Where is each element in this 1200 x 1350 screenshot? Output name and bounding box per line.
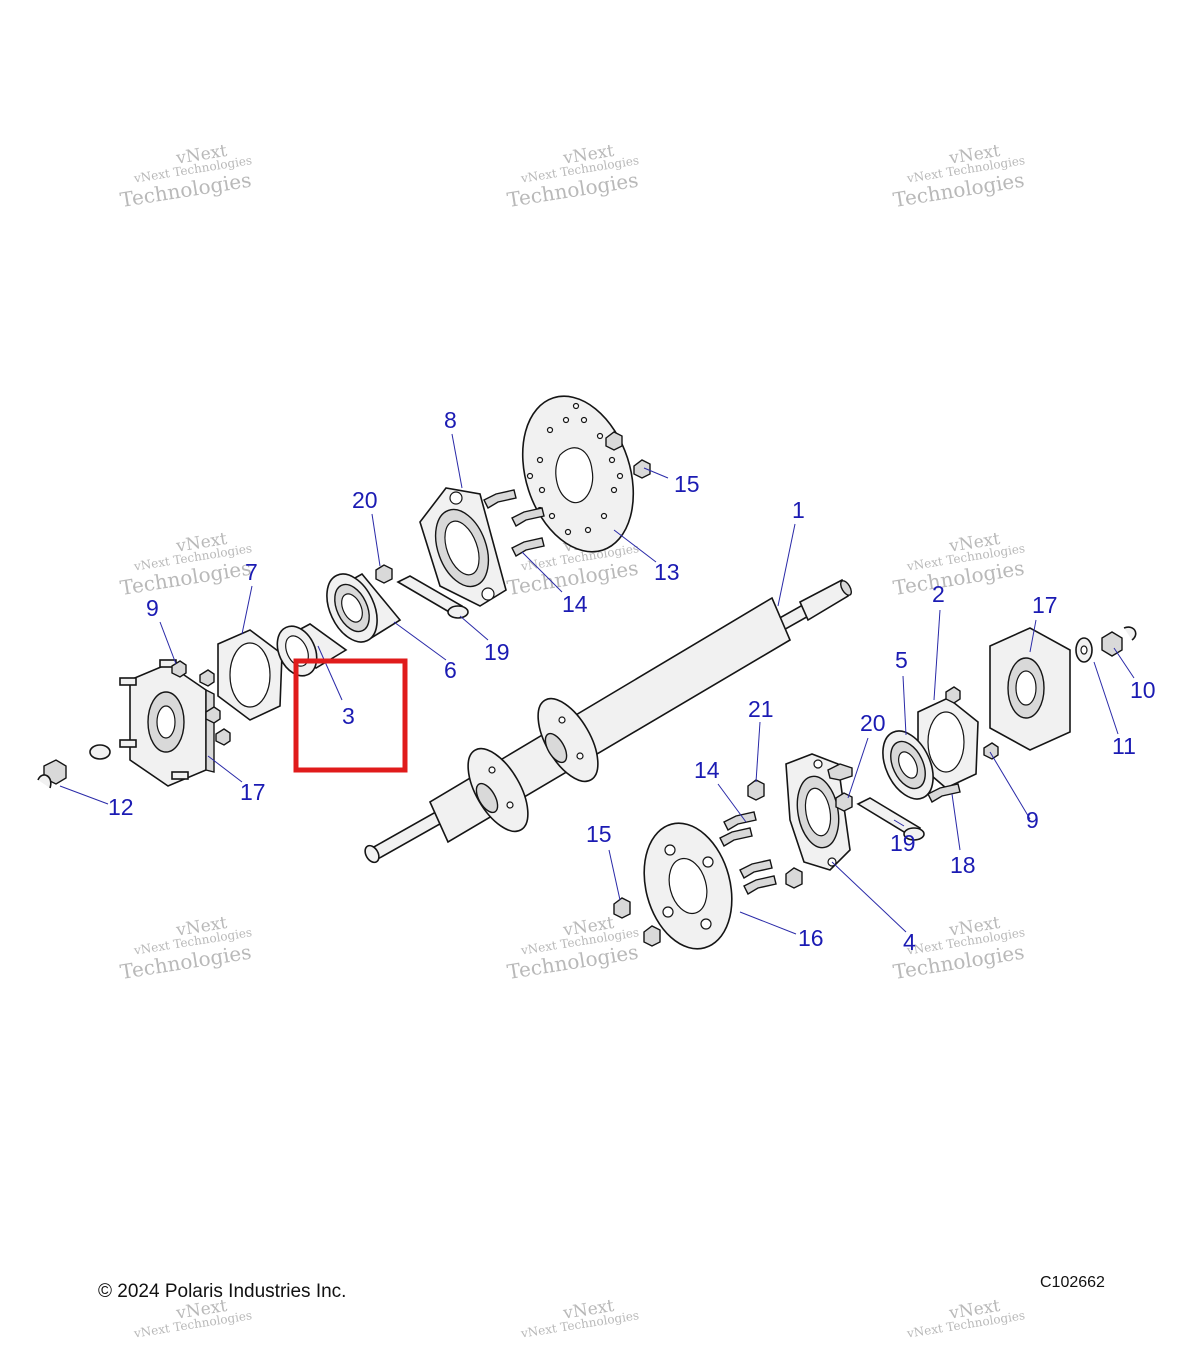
gasket-part — [217, 629, 283, 721]
callout-14b[interactable]: 14 — [694, 757, 720, 783]
watermark: vNext Technologies vNext Technologies — [505, 913, 640, 984]
callout-7[interactable]: 7 — [245, 559, 258, 585]
leader-lines — [59, 433, 1135, 935]
bearing-carrier-left-part — [119, 659, 215, 787]
callout-6[interactable]: 6 — [444, 657, 457, 683]
watermark: vNext Technologies vNext Technologies — [118, 913, 253, 984]
callout-3[interactable]: 3 — [342, 703, 355, 729]
callout-20b[interactable]: 20 — [860, 710, 886, 736]
sprocket-part — [643, 822, 733, 950]
axle-shaft-part — [364, 578, 852, 864]
gasket-right-part — [917, 697, 979, 789]
watermark: vNext Technologies vNext Technologies — [891, 141, 1026, 212]
sprocket-hub-part — [785, 753, 851, 871]
callout-16[interactable]: 16 — [798, 925, 824, 951]
callout-9a[interactable]: 9 — [146, 595, 159, 621]
callouts: 1 2 3 4 5 6 7 8 9 9 10 11 12 13 14 14 15… — [108, 407, 1156, 955]
callout-18[interactable]: 18 — [950, 852, 976, 878]
callout-4[interactable]: 4 — [903, 929, 916, 955]
callout-14a[interactable]: 14 — [562, 591, 588, 617]
watermark: vNext Technologies vNext Technologies — [118, 141, 253, 212]
callout-19b[interactable]: 19 — [890, 830, 916, 856]
callout-5[interactable]: 5 — [895, 647, 908, 673]
watermark: vNext Technologies vNext Technologies — [891, 529, 1026, 600]
callout-21[interactable]: 21 — [748, 696, 774, 722]
watermark: vNext Technologies vNext — [519, 1296, 640, 1341]
callout-8[interactable]: 8 — [444, 407, 457, 433]
callout-10[interactable]: 10 — [1130, 677, 1156, 703]
callout-9b[interactable]: 9 — [1026, 807, 1039, 833]
copyright-notice: © 2024 Polaris Industries Inc. — [98, 1281, 347, 1302]
callout-17a[interactable]: 17 — [1032, 592, 1058, 618]
fasteners-upper — [37, 431, 651, 789]
watermark: vNext Technologies vNext Technologies — [118, 529, 253, 600]
bearing-left-part — [326, 572, 402, 643]
callout-1[interactable]: 1 — [792, 497, 805, 523]
callout-15b[interactable]: 15 — [674, 471, 700, 497]
callout-19a[interactable]: 19 — [484, 639, 510, 665]
brake-disc-part — [521, 395, 635, 553]
bearing-housing-part — [419, 487, 507, 607]
callout-20a[interactable]: 20 — [352, 487, 378, 513]
callout-2[interactable]: 2 — [932, 581, 945, 607]
bearing-carrier-right-part — [989, 627, 1071, 751]
callout-15a[interactable]: 15 — [586, 821, 612, 847]
callout-12[interactable]: 12 — [108, 794, 134, 820]
callout-13[interactable]: 13 — [654, 559, 680, 585]
drawing-number: C102662 — [1040, 1274, 1105, 1291]
bearing-right-part — [882, 730, 934, 800]
callout-11[interactable]: 11 — [1112, 733, 1136, 759]
watermark: vNext Technologies vNext Technologies — [505, 141, 640, 212]
watermark: vNext Technologies vNext — [905, 1296, 1026, 1341]
callout-3-highlight-box — [293, 658, 408, 773]
callout-17b[interactable]: 17 — [240, 779, 266, 805]
